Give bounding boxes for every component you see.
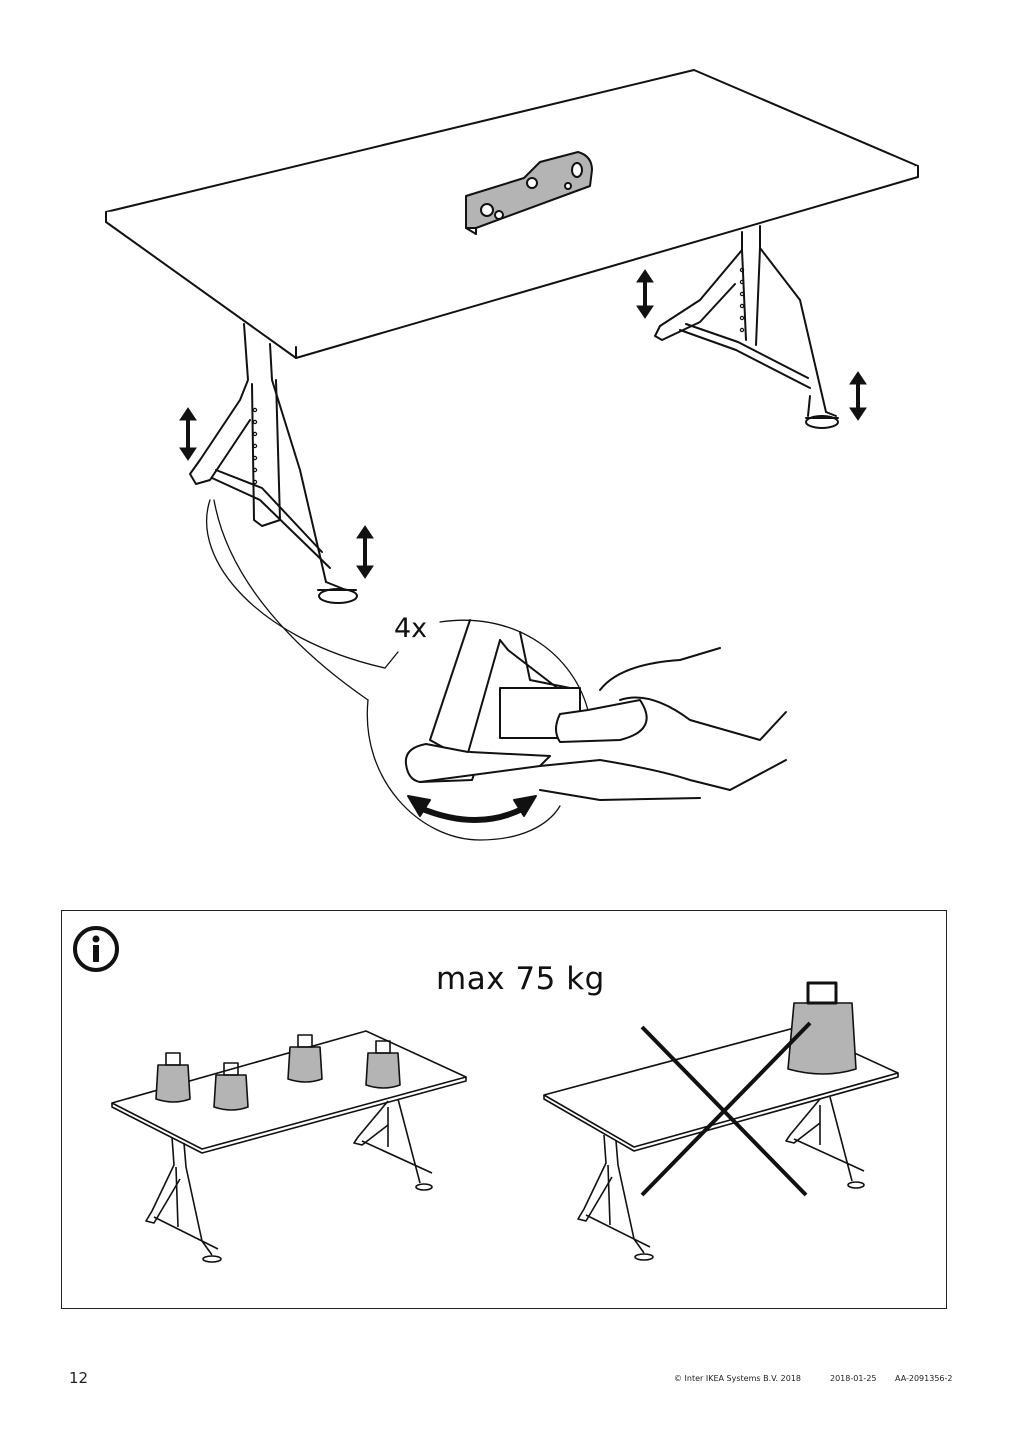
detail-magnifier-circle [366, 619, 787, 841]
weight-icon [287, 1034, 323, 1083]
max-load-label: max 75 kg [436, 961, 605, 997]
weight-icon [787, 981, 857, 1075]
front-left-leg [189, 323, 358, 604]
info-icon [73, 926, 119, 972]
up-down-arrow-icon [356, 525, 374, 579]
document-code: AA-2091356-2 [895, 1374, 953, 1383]
table-distributed-load [111, 1030, 467, 1263]
spirit-level-tool [465, 151, 593, 235]
up-down-arrow-icon [849, 371, 867, 421]
weight-icon [155, 1052, 191, 1103]
load-comparison-illustration [111, 981, 899, 1263]
height-adjust-arrows [179, 269, 867, 579]
table-concentrated-load [543, 981, 899, 1261]
page-number: 12 [69, 1369, 89, 1387]
desk-leveling-illustration [105, 69, 919, 841]
info-panel: max 75 kg [61, 910, 947, 1309]
copyright-notice: © Inter IKEA Systems B.V. 2018 [674, 1374, 801, 1383]
repeat-count-label: 4x [394, 613, 428, 644]
up-down-arrow-icon [636, 269, 654, 319]
detail-leader-line [205, 499, 386, 669]
back-right-leg [654, 225, 839, 429]
document-date: 2018-01-25 [830, 1374, 877, 1383]
weight-icon [365, 1040, 401, 1089]
up-down-arrow-icon [179, 407, 197, 461]
not-allowed-cross-icon [640, 1021, 812, 1197]
weight-icon [213, 1062, 249, 1111]
